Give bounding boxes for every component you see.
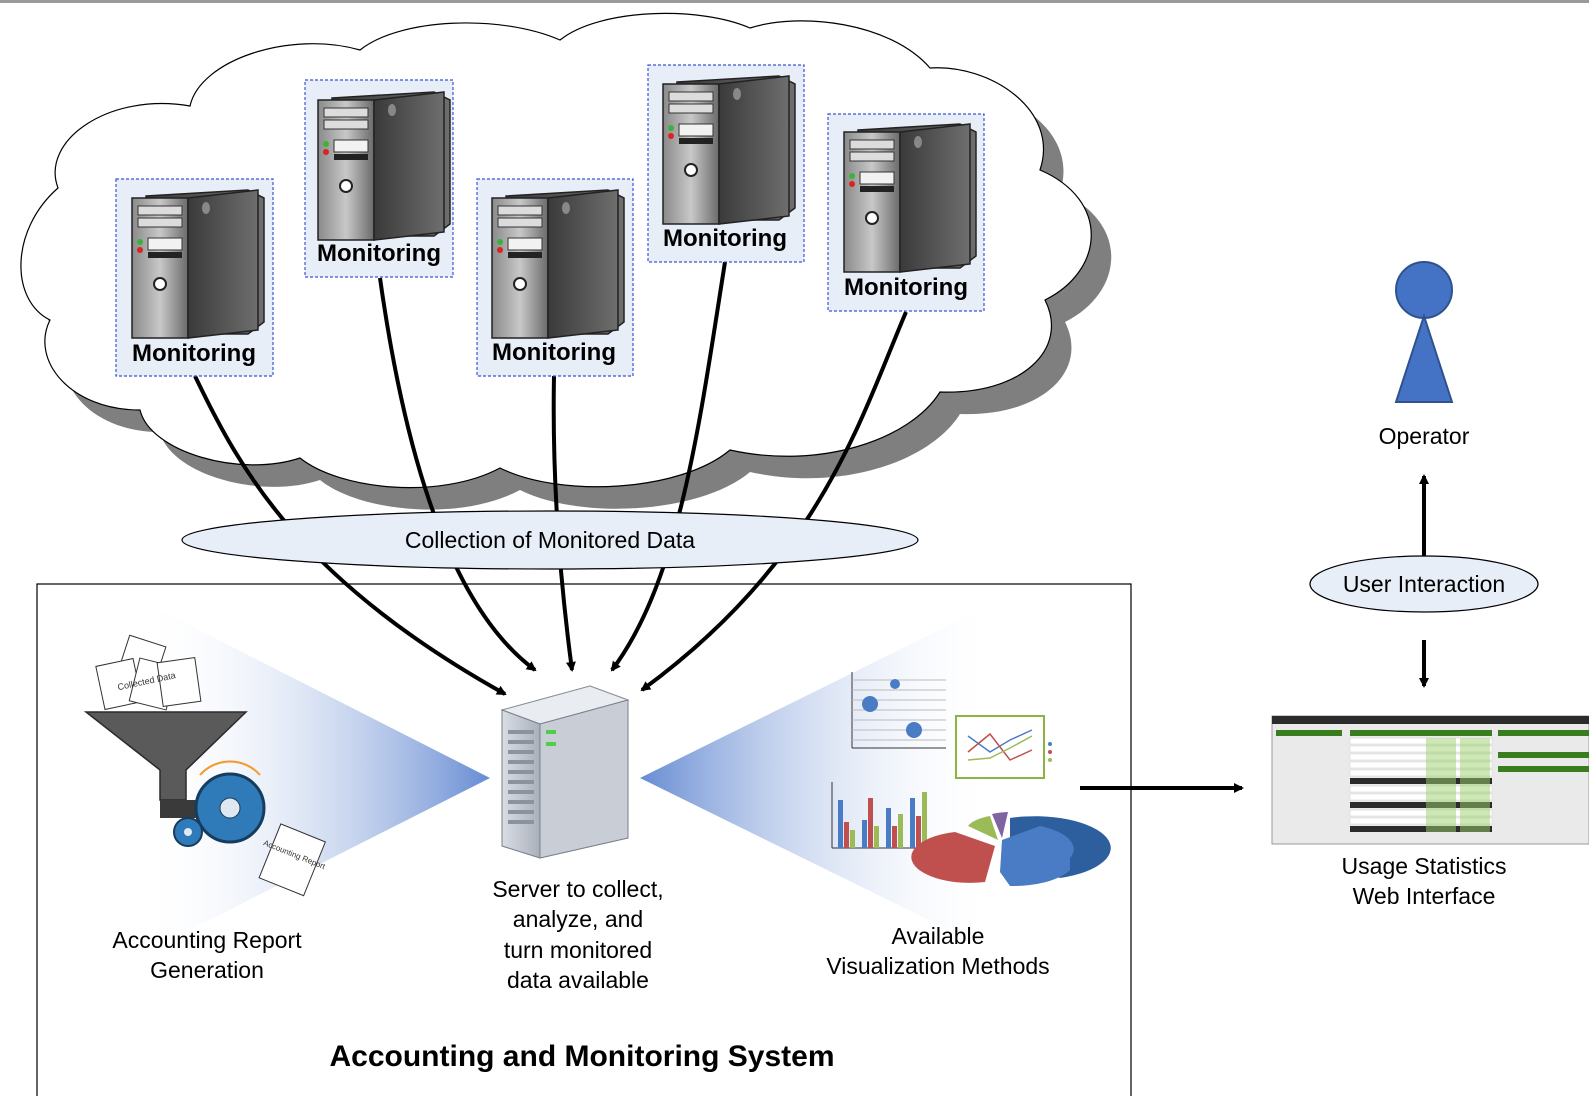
line-chart-thumbnail xyxy=(955,715,1052,779)
desktop-tower-icon xyxy=(843,123,977,273)
server-label-line1: Server to collect, xyxy=(492,876,663,902)
flow-line-2 xyxy=(378,277,537,672)
top-border xyxy=(0,0,1589,3)
report-label-line2: Generation xyxy=(150,957,264,983)
monitoring-node-5: Monitoring xyxy=(827,113,985,312)
node-label: Monitoring xyxy=(317,240,441,267)
pie-chart-thumbnail xyxy=(911,812,1111,887)
visualization-label-line1: Available xyxy=(892,923,985,949)
person-icon xyxy=(1394,261,1454,403)
web-interface-label-line2: Web Interface xyxy=(1353,883,1496,909)
user-interaction-ellipse: User Interaction xyxy=(1309,555,1539,613)
collected-data-docs: Collected Data xyxy=(95,634,202,711)
monitoring-node-2: Monitoring xyxy=(304,79,454,278)
visualization-label-line2: Visualization Methods xyxy=(826,953,1049,979)
node-label: Monitoring xyxy=(844,274,968,301)
flow-line-5 xyxy=(640,311,908,692)
desktop-tower-icon xyxy=(662,75,796,225)
collection-ellipse: Collection of Monitored Data xyxy=(181,510,919,570)
report-label-line1: Accounting Report xyxy=(112,927,302,953)
user-interaction-label: User Interaction xyxy=(1343,571,1505,597)
web-interface-label-line1: Usage Statistics xyxy=(1342,853,1507,879)
server-label-line3: turn monitored xyxy=(504,937,652,963)
scatter-chart-thumbnail xyxy=(851,672,946,749)
accounting-report-doc: Accounting Report xyxy=(258,823,327,897)
desktop-tower-icon xyxy=(131,189,265,339)
system-title: Accounting and Monitoring System xyxy=(329,1040,834,1073)
server-label-line4: data available xyxy=(507,967,649,993)
monitoring-node-3: Monitoring xyxy=(476,178,634,377)
node-label: Monitoring xyxy=(132,340,256,367)
rack-server-icon xyxy=(500,685,630,859)
funnel-gears-icon: Collected Data Accounting Report xyxy=(83,634,327,897)
visualization-beam xyxy=(640,600,1000,955)
bar-chart-thumbnail xyxy=(831,782,932,849)
operator-label: Operator xyxy=(1379,423,1470,449)
report-beam xyxy=(140,600,490,955)
node-label: Monitoring xyxy=(492,339,616,366)
node-label: Monitoring xyxy=(663,225,787,252)
collection-label: Collection of Monitored Data xyxy=(405,527,695,553)
flow-line-4 xyxy=(610,261,727,672)
monitoring-node-1: Monitoring xyxy=(115,178,274,377)
server-label-line2: analyze, and xyxy=(513,906,643,932)
desktop-tower-icon xyxy=(491,189,625,339)
desktop-tower-icon xyxy=(317,91,451,241)
web-interface-screenshot xyxy=(1271,715,1589,845)
monitoring-node-4: Monitoring xyxy=(647,64,805,263)
